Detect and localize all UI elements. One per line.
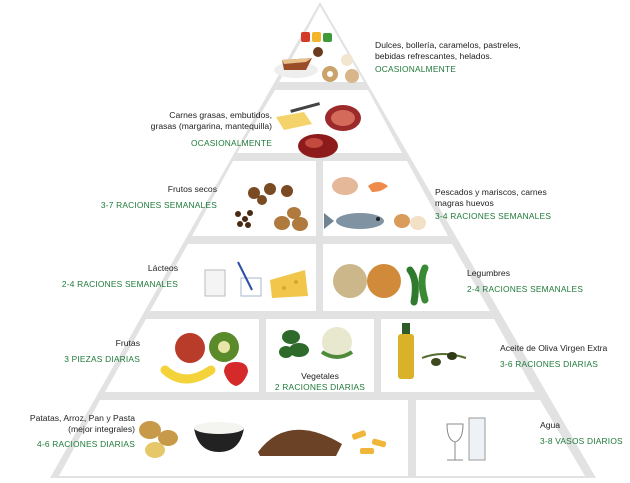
lentil-icon [367,264,401,298]
tier-fruits-frequency: 3 PIEZAS DIARIAS [64,354,140,364]
cell-water [416,400,585,476]
egg-icon [394,214,426,230]
wine-glass-icon [446,423,464,461]
banana-icon [160,365,216,384]
glass-milk-icon [204,269,226,297]
tier-fatty-meats-label: Carnes grasas, embutidos, grasas (margar… [100,110,272,149]
olive-branch-icon [421,352,467,366]
cheese-icon [270,270,308,298]
water-glass-icon [468,417,486,461]
raw-meat-icon [298,134,338,158]
butter-icon [276,102,321,130]
carbs-icons [139,421,387,458]
strawberry-icon [224,362,248,386]
tier-dairy-text: Lácteos [147,263,178,273]
dairy-icons [204,261,308,298]
tier-olive-oil-label: Aceite de Oliva Virgen Extra 3-6 RACIONE… [500,343,625,370]
pasta-icon [351,430,387,454]
yogurt-icon [237,261,262,297]
sausage-icon [325,105,361,131]
tier-vegetables-frequency: 2 RACIONES DIARIAS [274,382,366,392]
cell-legumes [323,244,490,311]
oil-bottle-icon [398,323,414,379]
donut-icon [322,66,359,83]
tier-nuts-text: Frutos secos [167,184,217,194]
tier-water-text: Agua [540,420,561,430]
tier-fruits-label: Frutas 3 PIEZAS DIARIAS [40,338,140,365]
tier-dairy-frequency: 2-4 RACIONES SEMANALES [61,279,178,289]
shrimp-icon [368,182,388,192]
nuts-icons [235,183,308,231]
tier-fatty-meats-frequency: OCASIONALMENTE [191,138,272,148]
tier-water-frequency: 3-8 VASOS DIARIOS [540,436,623,446]
chickpea-icon [333,264,367,298]
fruits-icons [160,332,248,386]
fatty-meats-icons [276,102,361,158]
tier-fish-frequency: 3-4 RACIONES SEMANALES [435,211,552,221]
cauliflower-icon [320,327,354,359]
walnut-icon [274,207,308,231]
tier-sweets-label: Dulces, bollería, caramelos, pastreles, … [375,40,535,75]
spinach-icon [279,330,309,358]
tier-water-label: Agua 3-8 VASOS DIARIOS [540,420,628,447]
hazelnut-icon [248,183,293,205]
cake-slice-icon [274,58,318,78]
tier-carbs-text: Patatas, Arroz, Pan y Pasta (mejor integ… [29,413,135,434]
tier-fish-label: Pescados y mariscos, carnes magras huevo… [435,187,590,222]
legumes-icons [333,264,429,306]
tier-nuts-label: Frutos secos 3-7 RACIONES SEMANALES [90,184,217,211]
vegetables-icons [279,327,354,359]
fish-icon [324,213,384,229]
tier-carbs-frequency: 4-6 RACIONES DIARIAS [36,439,135,449]
tier-olive-oil-text: Aceite de Oliva Virgen Extra [500,343,608,353]
olive-oil-icons [398,323,467,379]
chicken-icon [332,177,358,195]
tier-sweets-text: Dulces, bollería, caramelos, pastreles, … [375,40,521,61]
apple-icon [175,333,205,363]
tier-sweets-frequency: OCASIONALMENTE [375,64,456,74]
fish-icons [324,177,426,230]
rice-bowl-icon [194,422,244,452]
tier-legumes-label: Legumbres 2-4 RACIONES SEMANALES [467,268,607,295]
tier-olive-oil-frequency: 3-6 RACIONES DIARIAS [500,359,599,369]
tier-fish-text: Pescados y mariscos, carnes magras huevo… [435,187,547,208]
tier-fruits-text: Frutas [115,338,140,348]
tier-fatty-meats-text: Carnes grasas, embutidos, grasas (margar… [150,110,272,131]
potato-icon [139,421,178,458]
ice-cream-icon [313,47,353,66]
kiwi-icon [209,332,239,362]
bread-icon [258,429,342,456]
cell-fatty-meats [237,90,402,153]
water-icons [446,417,486,461]
tier-dairy-label: Lácteos 2-4 RACIONES SEMANALES [50,263,178,290]
tier-vegetables-text: Vegetales [301,371,339,381]
raisin-icon [235,210,253,228]
tier-vegetables-label: Vegetales 2 RACIONES DIARIAS [266,371,374,393]
tier-legumes-text: Legumbres [467,268,510,278]
tier-legumes-frequency: 2-4 RACIONES SEMANALES [467,284,584,294]
sweets-icons [274,32,359,83]
candy-icon [301,32,332,42]
tier-nuts-frequency: 3-7 RACIONES SEMANALES [100,200,217,210]
pea-pod-icon [406,264,429,306]
tier-carbs-label: Patatas, Arroz, Pan y Pasta (mejor integ… [3,413,135,450]
